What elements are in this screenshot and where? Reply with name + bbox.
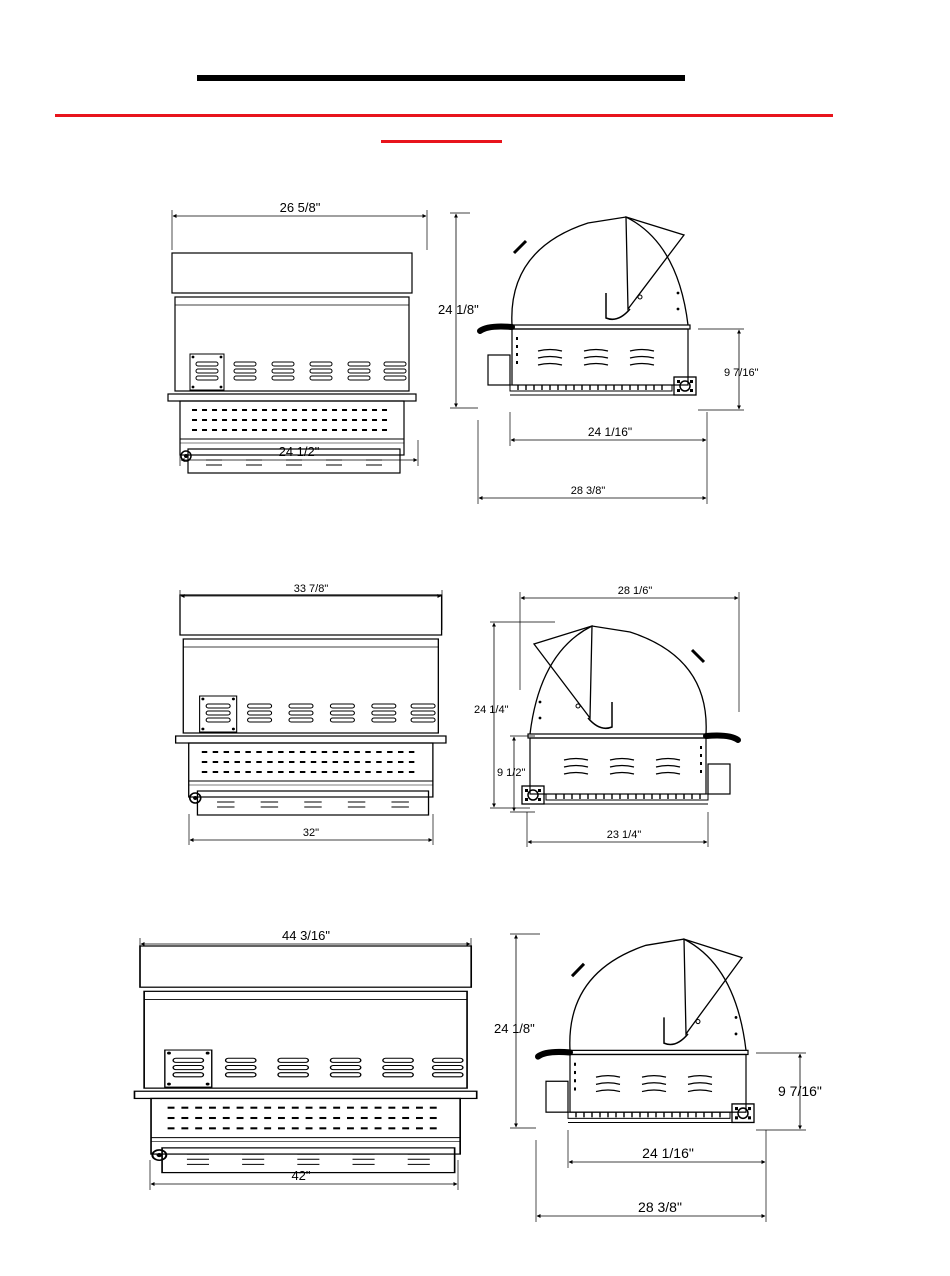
dim-label: 24 1/2" [279,444,320,459]
header-red-rule [55,114,833,117]
dim-label: 42" [291,1168,310,1183]
dim-3-side-height: 24 1/8" [494,934,540,1128]
dim-label: 33 7/8" [294,583,329,595]
dim-label: 9 7/16" [724,367,759,379]
dim-3-side-body-height: 9 7/16" [756,1053,822,1130]
dim-label: 32" [303,827,319,839]
dim-2-side-body-height: 9 1/2" [497,736,535,812]
front-view-2 [176,595,446,815]
diagram-1: 26 5/8" 24 1/2" 24 1/8" 9 7/16" 24 [168,200,759,504]
front-view-1 [168,253,416,473]
dim-2-side-body-depth: 23 1/4" [527,812,708,847]
dim-label: 28 3/8" [638,1199,682,1215]
dim-label: 23 1/4" [607,829,642,841]
dim-label: 9 7/16" [778,1083,822,1099]
dim-label: 28 1/6" [618,585,653,597]
diagram-2: 33 7/8" 32" 28 1/6" 24 1/4" 9 1/2" [176,583,739,847]
dim-3-front-top: 44 3/16" [140,928,471,984]
side-view-1 [480,217,696,395]
diagram-3: 44 3/16" 42" 24 1/8" 9 7/16" 24 1/ [134,928,821,1222]
dim-2-front-top: 33 7/8" [180,583,442,630]
dim-1-front-top: 26 5/8" [172,200,427,250]
dim-1-side-height: 24 1/8" [438,213,479,408]
header-black-bar [197,75,685,81]
dim-1-side-body-height: 9 7/16" [698,329,759,410]
dim-2-side-top-depth: 28 1/6" [520,585,739,712]
dim-1-front-bottom: 24 1/2" [180,440,418,466]
dim-label: 24 1/16" [642,1145,694,1161]
dim-label: 28 3/8" [571,485,606,497]
dim-1-side-body-depth: 24 1/16" [510,412,707,446]
dim-label: 24 1/8" [438,302,479,317]
dim-label: 24 1/4" [474,704,509,716]
front-view-3 [134,946,476,1173]
dim-label: 9 1/2" [497,767,525,779]
dim-2-side-height: 24 1/4" [474,622,555,808]
header-red-underline [381,140,502,143]
dim-2-front-bottom: 32" [189,814,433,845]
side-view-2 [522,626,738,804]
dim-label: 44 3/16" [282,928,330,943]
dim-label: 24 1/8" [494,1021,535,1036]
dim-label: 24 1/16" [588,425,632,439]
dim-3-side-body-depth: 24 1/16" [568,1130,766,1168]
side-view-3 [538,939,754,1122]
dim-label: 26 5/8" [280,200,321,215]
